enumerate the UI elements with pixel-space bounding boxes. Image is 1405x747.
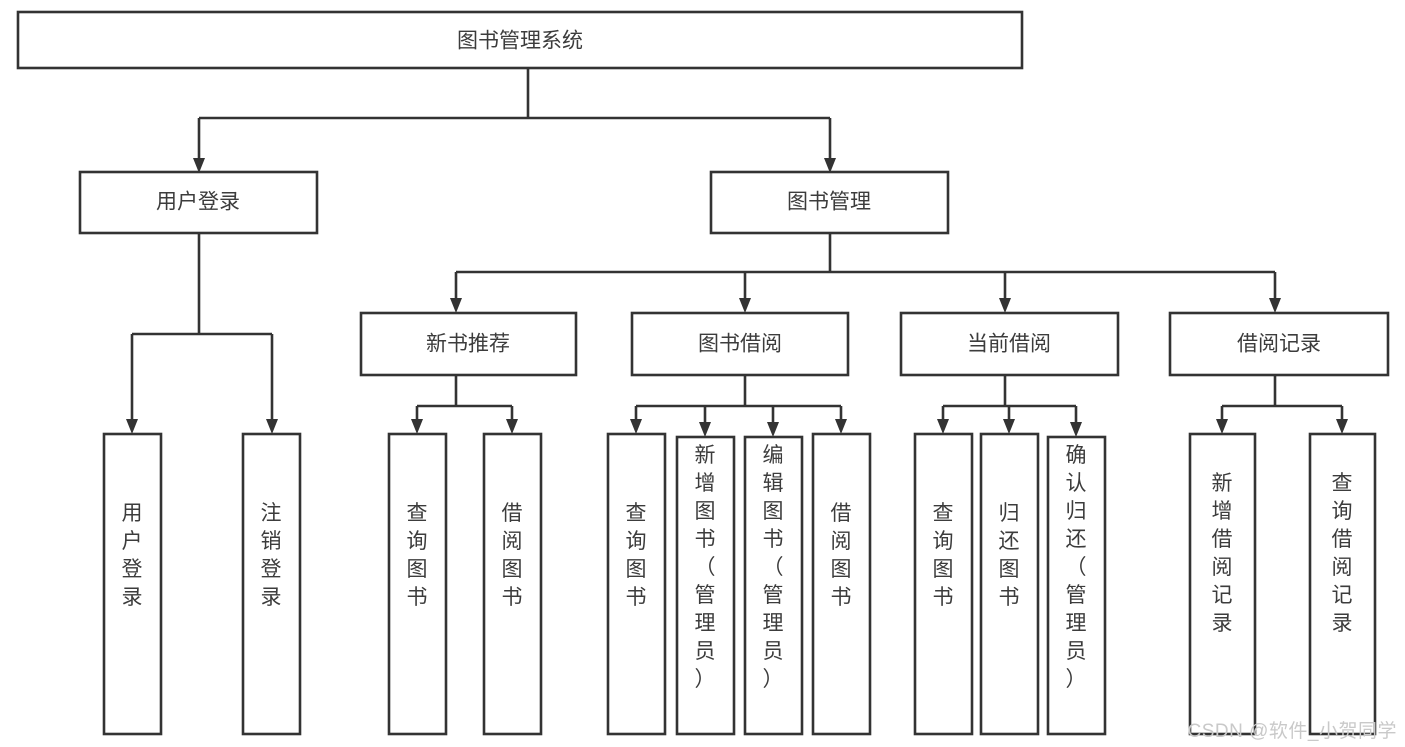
node-leaf-query-book-2-box[interactable] [606, 432, 667, 736]
node-leaf-add-book-label: 新增图书（管理员） [695, 444, 716, 691]
node-root-label: 图书管理系统 [457, 30, 583, 53]
node-root-box[interactable] [16, 10, 1024, 70]
node-user-login-box[interactable] [78, 170, 319, 235]
node-leaf-logout-box[interactable] [241, 432, 302, 736]
node-leaf-user-login[interactable]: 用户登录 [102, 432, 163, 736]
node-user-login-label: 用户登录 [156, 191, 240, 214]
arrowhead-leaf-confirm-return [1070, 422, 1082, 437]
arrowhead-leaf-add-record [1216, 419, 1228, 434]
node-borrow-record-box[interactable] [1168, 311, 1390, 377]
node-leaf-query-book-1-label: 查询图书 [407, 502, 428, 609]
node-new-book-recommend[interactable]: 新书推荐 [359, 311, 578, 377]
node-new-book-recommend-box[interactable] [359, 311, 578, 377]
node-leaf-query-record-label: 查询借阅记录 [1332, 472, 1353, 635]
node-borrow-record-label: 借阅记录 [1237, 333, 1321, 356]
node-leaf-add-record[interactable]: 新增借阅记录 [1188, 432, 1257, 736]
node-current-borrow-box[interactable] [899, 311, 1120, 377]
arrowhead-borrow-record [1269, 298, 1281, 313]
node-book-manage[interactable]: 图书管理 [709, 170, 950, 235]
node-leaf-query-book-2[interactable]: 查询图书 [606, 432, 667, 736]
node-leaf-borrow-book-2-box[interactable] [811, 432, 872, 736]
node-leaf-query-book-3-label: 查询图书 [933, 502, 954, 609]
node-leaf-logout[interactable]: 注销登录 [241, 432, 302, 736]
arrowhead-book-manage [824, 158, 836, 173]
node-leaf-borrow-book-2[interactable]: 借阅图书 [811, 432, 872, 736]
node-book-borrow-label: 图书借阅 [698, 333, 782, 356]
arrowhead-leaf-query-book-3 [937, 419, 949, 434]
node-leaf-user-login-label: 用户登录 [122, 502, 143, 609]
node-leaf-query-record-box[interactable] [1308, 432, 1377, 736]
node-leaf-add-book-box[interactable] [675, 435, 736, 736]
node-book-manage-box[interactable] [709, 170, 950, 235]
arrowhead-book-borrow [739, 298, 751, 313]
node-new-book-recommend-label: 新书推荐 [426, 333, 510, 356]
node-leaf-borrow-book-1-box[interactable] [482, 432, 543, 736]
node-leaf-query-record[interactable]: 查询借阅记录 [1308, 432, 1377, 736]
node-current-borrow-label: 当前借阅 [967, 333, 1051, 356]
arrowhead-leaf-logout [266, 419, 278, 434]
node-user-login[interactable]: 用户登录 [78, 170, 319, 235]
node-leaf-query-book-1-box[interactable] [387, 432, 448, 736]
arrowhead-leaf-query-record [1336, 419, 1348, 434]
node-leaf-borrow-book-2-label: 借阅图书 [831, 502, 852, 609]
node-book-borrow[interactable]: 图书借阅 [630, 311, 850, 377]
arrowhead-leaf-borrow-book-2 [835, 419, 847, 434]
arrowhead-leaf-return-book [1003, 419, 1015, 434]
arrowhead-leaf-borrow-book-1 [506, 419, 518, 434]
node-current-borrow[interactable]: 当前借阅 [899, 311, 1120, 377]
arrowhead-leaf-add-book [699, 422, 711, 437]
node-leaf-query-book-1[interactable]: 查询图书 [387, 432, 448, 736]
node-borrow-record[interactable]: 借阅记录 [1168, 311, 1390, 377]
node-leaf-add-record-box[interactable] [1188, 432, 1257, 736]
arrowhead-current-borrow [999, 298, 1011, 313]
node-leaf-edit-book[interactable]: 编辑图书（管理员） [743, 435, 804, 736]
node-leaf-query-book-3-box[interactable] [913, 432, 974, 736]
node-leaf-edit-book-label: 编辑图书（管理员） [763, 444, 784, 691]
node-leaf-return-book[interactable]: 归还图书 [979, 432, 1040, 736]
node-leaf-add-record-label: 新增借阅记录 [1212, 472, 1233, 635]
node-leaf-confirm-return[interactable]: 确认归还（管理员） [1046, 435, 1107, 736]
arrowhead-leaf-query-book-2 [630, 419, 642, 434]
arrowhead-leaf-edit-book [767, 422, 779, 437]
arrowhead-user-login [193, 158, 205, 173]
node-leaf-borrow-book-1-label: 借阅图书 [502, 502, 523, 609]
arrowhead-new-book-recommend [450, 298, 462, 313]
node-leaf-user-login-box[interactable] [102, 432, 163, 736]
node-leaf-query-book-2-label: 查询图书 [626, 502, 647, 609]
node-leaf-confirm-return-label: 确认归还（管理员） [1066, 444, 1087, 691]
node-book-borrow-box[interactable] [630, 311, 850, 377]
node-leaf-return-book-box[interactable] [979, 432, 1040, 736]
arrowhead-leaf-user-login [126, 419, 138, 434]
node-leaf-confirm-return-box[interactable] [1046, 435, 1107, 736]
node-leaf-add-book[interactable]: 新增图书（管理员） [675, 435, 736, 736]
node-leaf-edit-book-box[interactable] [743, 435, 804, 736]
node-leaf-logout-label: 注销登录 [261, 502, 282, 609]
node-book-manage-label: 图书管理 [787, 191, 871, 214]
node-leaf-borrow-book-1[interactable]: 借阅图书 [482, 432, 543, 736]
node-leaf-query-book-3[interactable]: 查询图书 [913, 432, 974, 736]
connector-layer [126, 68, 1348, 437]
arrowhead-leaf-query-book-1 [411, 419, 423, 434]
node-root[interactable]: 图书管理系统 [16, 10, 1024, 70]
node-leaf-return-book-label: 归还图书 [999, 502, 1020, 609]
